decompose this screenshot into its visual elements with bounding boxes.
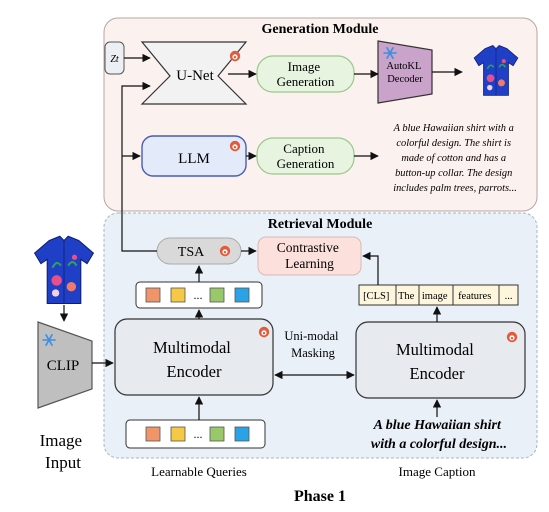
text-token-row: [CLS] The image features ... [358, 284, 519, 306]
input-shirt-image [33, 235, 95, 305]
query-ellipsis: ... [194, 288, 203, 302]
fire-icon [229, 140, 241, 152]
query-token-4 [234, 287, 250, 303]
learnable-query-4 [234, 426, 250, 442]
image-caption-label: Image Caption [399, 464, 476, 479]
caption-generation-label: Caption Generation [277, 141, 335, 171]
autokl-decoder-label: AutoKL Decoder [386, 61, 423, 85]
query-token-3 [209, 287, 225, 303]
arrow-tsa-to-generation [121, 81, 157, 252]
right-encoder-label: Multimodal Encoder [396, 340, 478, 383]
fire-icon [506, 331, 518, 343]
unet-block [140, 41, 248, 105]
learnable-query-ellipsis: ... [194, 427, 203, 441]
query-token-2 [170, 287, 186, 303]
retrieval-module-title: Retrieval Module [268, 217, 373, 232]
input-caption-text: A blue Hawaiian shirt with a colorful de… [371, 418, 507, 452]
fire-icon [258, 326, 270, 338]
generated-caption-text: A blue Hawaiian shirt with a colorful de… [393, 123, 517, 194]
image-input-label: Image Input [40, 431, 87, 472]
autokl-decoder-block [377, 40, 433, 104]
right-multimodal-encoder [355, 321, 526, 399]
generation-module-title: Generation Module [261, 22, 378, 37]
arrow-tokens-to-contrastive [362, 251, 379, 285]
fire-icon [219, 245, 231, 257]
llm-label: LLM [178, 151, 210, 167]
contrastive-learning-box [257, 236, 362, 276]
left-encoder-label: Multimodal Encoder [153, 338, 235, 381]
text-token-ellipsis [498, 284, 519, 306]
clip-label: CLIP [47, 358, 80, 374]
text-token-labels: [CLS] The image features ... [363, 291, 512, 302]
learnable-query-1 [145, 426, 161, 442]
unet-label: U-Net [176, 68, 214, 84]
learnable-queries-label: Learnable Queries [151, 464, 247, 479]
left-multimodal-encoder [114, 318, 274, 396]
connector-arrows [59, 53, 463, 420]
contrastive-learning-label: Contrastive Learning [277, 240, 343, 271]
phase-label: Phase 1 [294, 488, 346, 505]
image-generation-label: Image Generation [277, 59, 335, 89]
unimodal-masking-label: Uni-modal Masking [284, 329, 341, 360]
learnable-queries-container [125, 419, 266, 449]
zt-label: Zt [110, 54, 119, 65]
learnable-query-2 [170, 426, 186, 442]
fire-icon [229, 50, 241, 62]
tsa-label: TSA [178, 245, 205, 260]
learnable-query-3 [209, 426, 225, 442]
query-token-1 [145, 287, 161, 303]
